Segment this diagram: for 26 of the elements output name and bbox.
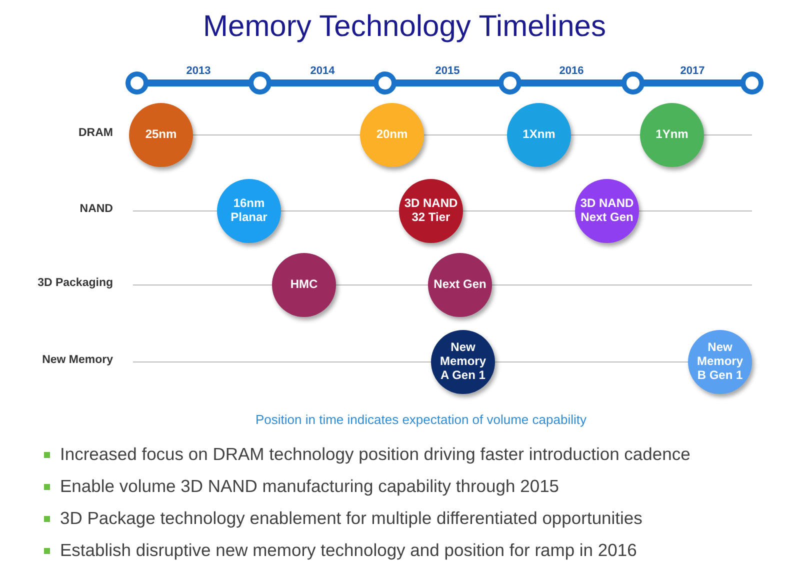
caption-note: Position in time indicates expectation of volume capability [254, 412, 588, 427]
year-label: 2013 [185, 65, 212, 77]
milestone-bubble: 1Ynm [640, 103, 704, 167]
title: Memory Technology Timelines [202, 10, 607, 44]
milestone-bubble: 20nm [360, 103, 424, 167]
year-label: 2016 [558, 65, 585, 77]
bullet-text: Enable volume 3D NAND manufacturing capability through 2015 [60, 476, 560, 497]
year-label: 2014 [309, 65, 336, 77]
year-label: 2017 [679, 65, 706, 77]
milestone-bubble: 1Xnm [507, 103, 571, 167]
row-label: NAND [78, 203, 113, 215]
bullet-text: Establish disruptive new memory technology and position for ramp in 2016 [60, 540, 637, 561]
row-label: DRAM [78, 127, 113, 139]
bullet-text: Increased focus on DRAM technology position driving faster introduction cadence [60, 444, 690, 465]
milestone-bubble: New Memory A Gen 1 [431, 330, 495, 394]
year-label: 2015 [434, 65, 461, 77]
row-label: New Memory [41, 354, 113, 366]
row-label: 3D Packaging [36, 277, 113, 289]
milestone-bubble: 3D NAND Next Gen [575, 179, 639, 243]
bullet-text: 3D Package technology enablement for multiple differentiated opportunities [60, 508, 642, 529]
milestone-bubble: Next Gen [428, 253, 492, 317]
milestone-bubble: 16nm Planar [217, 179, 281, 243]
milestone-bubble: 25nm [129, 103, 193, 167]
milestone-bubble: New Memory B Gen 1 [688, 330, 752, 394]
milestone-bubble: 3D NAND 32 Tier [399, 179, 463, 243]
milestone-bubble: HMC [272, 253, 336, 317]
